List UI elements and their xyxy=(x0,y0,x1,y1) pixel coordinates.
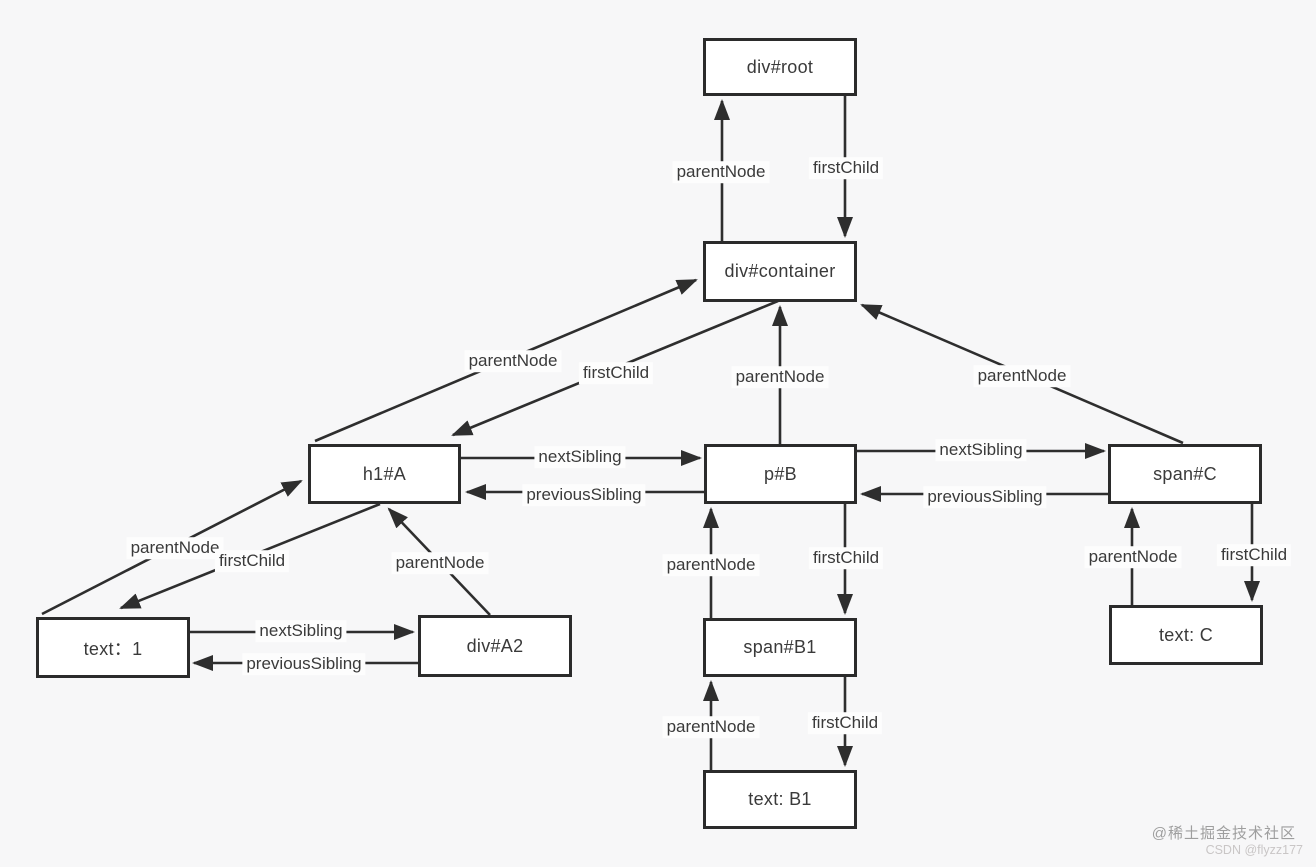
edge-label-nextsibling-text1-diva2: nextSibling xyxy=(255,620,347,642)
edge-label-parentnode-spanc-container: parentNode xyxy=(973,365,1071,387)
edge-label-parentnode-h1a-container: parentNode xyxy=(464,350,562,372)
edge-label-firstchild-container-h1a: firstChild xyxy=(578,362,654,384)
edge-label-parentnode-container-root: parentNode xyxy=(672,161,770,183)
edge-label-nextsibling-h1a-pb: nextSibling xyxy=(534,446,626,468)
edge-label-nextsibling-pb-spanc: nextSibling xyxy=(935,439,1027,461)
edge-label-firstchild-h1a-text1: firstChild xyxy=(214,550,290,572)
edge-label-firstchild-spanb1-textb1: firstChild xyxy=(807,712,883,734)
node-text-b1: text: B1 xyxy=(703,770,857,829)
node-span-c: span#C xyxy=(1108,444,1262,504)
node-p-b: p#B xyxy=(704,444,857,504)
node-text-1: text：1 xyxy=(36,617,190,678)
edge-label-parentnode-text1-h1a: parentNode xyxy=(126,537,224,559)
node-h1-a: h1#A xyxy=(308,444,461,504)
edge-label-parentnode-spanb1-pb: parentNode xyxy=(662,554,760,576)
node-div-root: div#root xyxy=(703,38,857,96)
node-div-a2: div#A2 xyxy=(418,615,572,677)
node-div-container: div#container xyxy=(703,241,857,302)
edge-label-firstchild-spanc-textc: firstChild xyxy=(1216,544,1292,566)
edge-label-previoussibling-diva2-text1: previousSibling xyxy=(242,653,366,675)
edge-label-parentnode-diva2-h1a: parentNode xyxy=(391,552,489,574)
watermark-csdn: CSDN @flyzz177 xyxy=(1205,843,1303,857)
edge-label-parentnode-textc-spanc: parentNode xyxy=(1084,546,1182,568)
edge-label-parentnode-textb1-spanb1: parentNode xyxy=(662,716,760,738)
watermark-juejin: @稀土掘金技术社区 xyxy=(1151,825,1296,842)
node-span-b1: span#B1 xyxy=(703,618,857,677)
edge-label-previoussibling-pb-h1a: previousSibling xyxy=(522,484,646,506)
edge-label-previoussibling-spanc-pb: previousSibling xyxy=(923,486,1047,508)
edge-label-firstchild-pb-spanb1: firstChild xyxy=(808,547,884,569)
edge-label-parentnode-pb-container: parentNode xyxy=(731,366,829,388)
node-text-c: text: C xyxy=(1109,605,1263,665)
edge-label-firstchild-root-container: firstChild xyxy=(808,157,884,179)
